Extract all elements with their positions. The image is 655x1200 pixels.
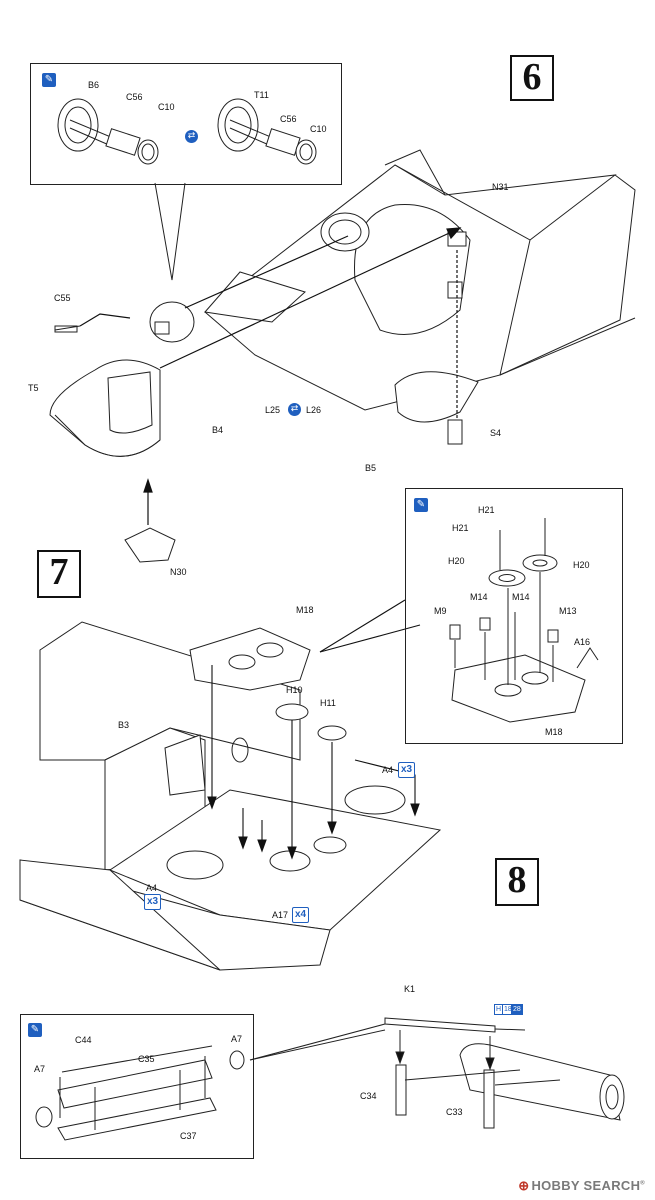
- step6-inset-left-right-icon: ⇄: [185, 130, 198, 143]
- step8-inset-parts: [35, 1045, 245, 1141]
- part-label-b5: B5: [365, 463, 377, 473]
- part-label-b3: B3: [118, 720, 130, 730]
- part-label-m14-right: M14: [512, 592, 530, 602]
- part-label-c35: C35: [138, 1054, 155, 1064]
- part-label-h10: H10: [286, 685, 303, 695]
- part-label-n30: N30: [170, 567, 187, 577]
- step8-detail-inset: [20, 1014, 254, 1159]
- step7-wrench-icon: ✎: [414, 498, 428, 512]
- part-label-c55: C55: [54, 293, 71, 303]
- watermark-registered: ®: [640, 1180, 645, 1187]
- part-label-k1: K1: [404, 984, 416, 994]
- part-label-c10-left: C10: [158, 102, 175, 112]
- part-label-l25: L25: [265, 405, 281, 415]
- part-label-a17: A17: [272, 910, 289, 920]
- step6-detail-inset: [30, 63, 342, 185]
- part-label-a4-left: A4: [146, 883, 158, 893]
- step6-left-right-icon: ⇄: [288, 403, 301, 416]
- part-label-s4: S4: [490, 428, 502, 438]
- part-label-h20-right: H20: [573, 560, 590, 570]
- part-label-c37: C37: [180, 1131, 197, 1141]
- part-label-a7-left: A7: [34, 1064, 46, 1074]
- step6-wrench-icon: ✎: [42, 73, 56, 87]
- part-label-c56-right: C56: [280, 114, 297, 124]
- part-label-a7-right: A7: [231, 1034, 243, 1044]
- part-label-m18-inset: M18: [545, 727, 563, 737]
- part-label-c33: C33: [446, 1107, 463, 1117]
- step8-tool-rack: [249, 1017, 625, 1129]
- step6-small-parts: [49, 231, 467, 563]
- part-label-h11: H11: [320, 698, 336, 708]
- part-label-h21: H21: [452, 523, 469, 533]
- step6-arrows: [79, 227, 462, 525]
- hobby-search-logo-icon: ⊕: [518, 1178, 530, 1193]
- step-number-6: 6: [510, 55, 554, 101]
- quantity-badge-a17: x4: [292, 907, 310, 923]
- quantity-badge-a4-right: x3: [398, 762, 416, 778]
- step6-inset-pointer: [154, 182, 186, 281]
- part-label-h20-left: H20: [448, 556, 465, 566]
- part-label-b4: B4: [212, 425, 224, 435]
- step7-arrows: [207, 599, 421, 860]
- part-label-a4-right: A4: [382, 765, 394, 775]
- step7-detail-inset: [405, 488, 623, 744]
- part-label-m9: M9: [434, 606, 447, 616]
- step-number-8: 8: [495, 858, 539, 906]
- part-label-t5: T5: [28, 383, 39, 393]
- part-label-c34: C34: [360, 1091, 377, 1101]
- step8-wrench-icon: ✎: [28, 1023, 42, 1037]
- paint-code-28: 28: [511, 1004, 523, 1015]
- part-label-m14-left: M14: [470, 592, 488, 602]
- part-label-n31: N31: [492, 182, 509, 192]
- part-label-c10-right: C10: [310, 124, 327, 134]
- part-label-b6: B6: [88, 80, 100, 90]
- part-label-l26: L26: [306, 405, 322, 415]
- step7-inset-parts: [449, 518, 599, 723]
- part-label-h21-top: H21: [478, 505, 495, 515]
- part-label-a16: A16: [574, 637, 591, 647]
- quantity-badge-a4-left: x3: [144, 894, 162, 910]
- part-label-t11: T11: [254, 90, 269, 100]
- step7-hull: [19, 621, 442, 971]
- step-number-7: 7: [37, 550, 81, 598]
- step6-inset-parts: [57, 98, 317, 165]
- part-label-m18: M18: [296, 605, 314, 615]
- part-label-c44: C44: [75, 1035, 92, 1045]
- part-label-c56-left: C56: [126, 92, 143, 102]
- hobby-search-watermark: ⊕HOBBY SEARCH®: [518, 1178, 645, 1194]
- part-label-m13: M13: [559, 606, 577, 616]
- watermark-brand: HOBBY SEARCH: [531, 1178, 641, 1193]
- step6-hull-plate: [204, 149, 636, 423]
